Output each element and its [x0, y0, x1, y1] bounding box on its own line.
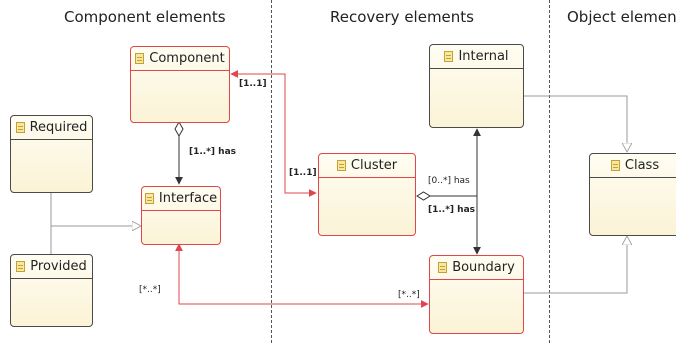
generalization-boundary-class	[524, 236, 627, 294]
multiplicity-cluster-boundary-has: [1..*] has	[428, 205, 476, 215]
class-box-cluster[interactable]: Cluster	[318, 153, 416, 236]
class-box-class[interactable]: Class	[589, 153, 676, 236]
class-icon	[438, 262, 448, 273]
composition-diamond-component	[174, 120, 184, 138]
class-header-component: Component	[131, 47, 229, 71]
composition-diamond-cluster	[416, 191, 431, 201]
class-box-provided[interactable]: Provided	[10, 254, 93, 327]
multiplicity-component-cluster-cluster-end: [1..1]	[289, 168, 317, 178]
multiplicity-interface-boundary-boundary-end: [*..*]	[398, 290, 420, 300]
multiplicity-cluster-internal-has: [0..*] has	[428, 176, 470, 186]
class-name-interface: Interface	[158, 191, 218, 206]
class-box-required[interactable]: Required	[10, 115, 93, 193]
class-header-class: Class	[590, 154, 676, 178]
class-icon	[444, 51, 454, 62]
section-title-recovery: Recovery elements	[330, 8, 474, 26]
class-header-interface: Interface	[142, 187, 220, 211]
generalization-required-interface	[50, 192, 141, 226]
class-icon	[15, 122, 25, 133]
class-name-internal: Internal	[458, 49, 509, 64]
class-icon	[610, 160, 620, 171]
class-header-internal: Internal	[430, 45, 523, 69]
class-icon	[16, 261, 26, 272]
section-divider-right	[549, 0, 550, 343]
class-icon	[144, 193, 154, 204]
class-name-class: Class	[624, 158, 660, 173]
class-box-interface[interactable]: Interface	[141, 186, 221, 245]
class-name-required: Required	[29, 120, 88, 135]
class-box-component[interactable]: Component	[130, 46, 230, 123]
class-header-provided: Provided	[11, 255, 92, 279]
class-name-component: Component	[149, 51, 225, 66]
generalization-internal-class	[524, 95, 627, 152]
class-icon	[336, 160, 346, 171]
class-header-cluster: Cluster	[319, 154, 415, 178]
relation-interface-boundary	[175, 243, 429, 308]
class-name-boundary: Boundary	[452, 260, 515, 275]
section-title-object: Object elements	[567, 8, 676, 26]
section-title-component: Component elements	[64, 8, 226, 26]
class-header-required: Required	[11, 116, 92, 140]
multiplicity-component-interface-has: [1..*] has	[189, 147, 237, 157]
multiplicity-component-cluster-component-end: [1..1]	[239, 79, 267, 89]
class-name-provided: Provided	[30, 259, 87, 274]
class-icon	[135, 53, 145, 64]
class-box-internal[interactable]: Internal	[429, 44, 524, 128]
class-box-boundary[interactable]: Boundary	[429, 255, 524, 334]
relation-component-cluster	[230, 70, 317, 197]
class-header-boundary: Boundary	[430, 256, 523, 280]
multiplicity-interface-boundary-interface-end: [*..*]	[139, 285, 161, 295]
class-name-cluster: Cluster	[350, 158, 398, 173]
